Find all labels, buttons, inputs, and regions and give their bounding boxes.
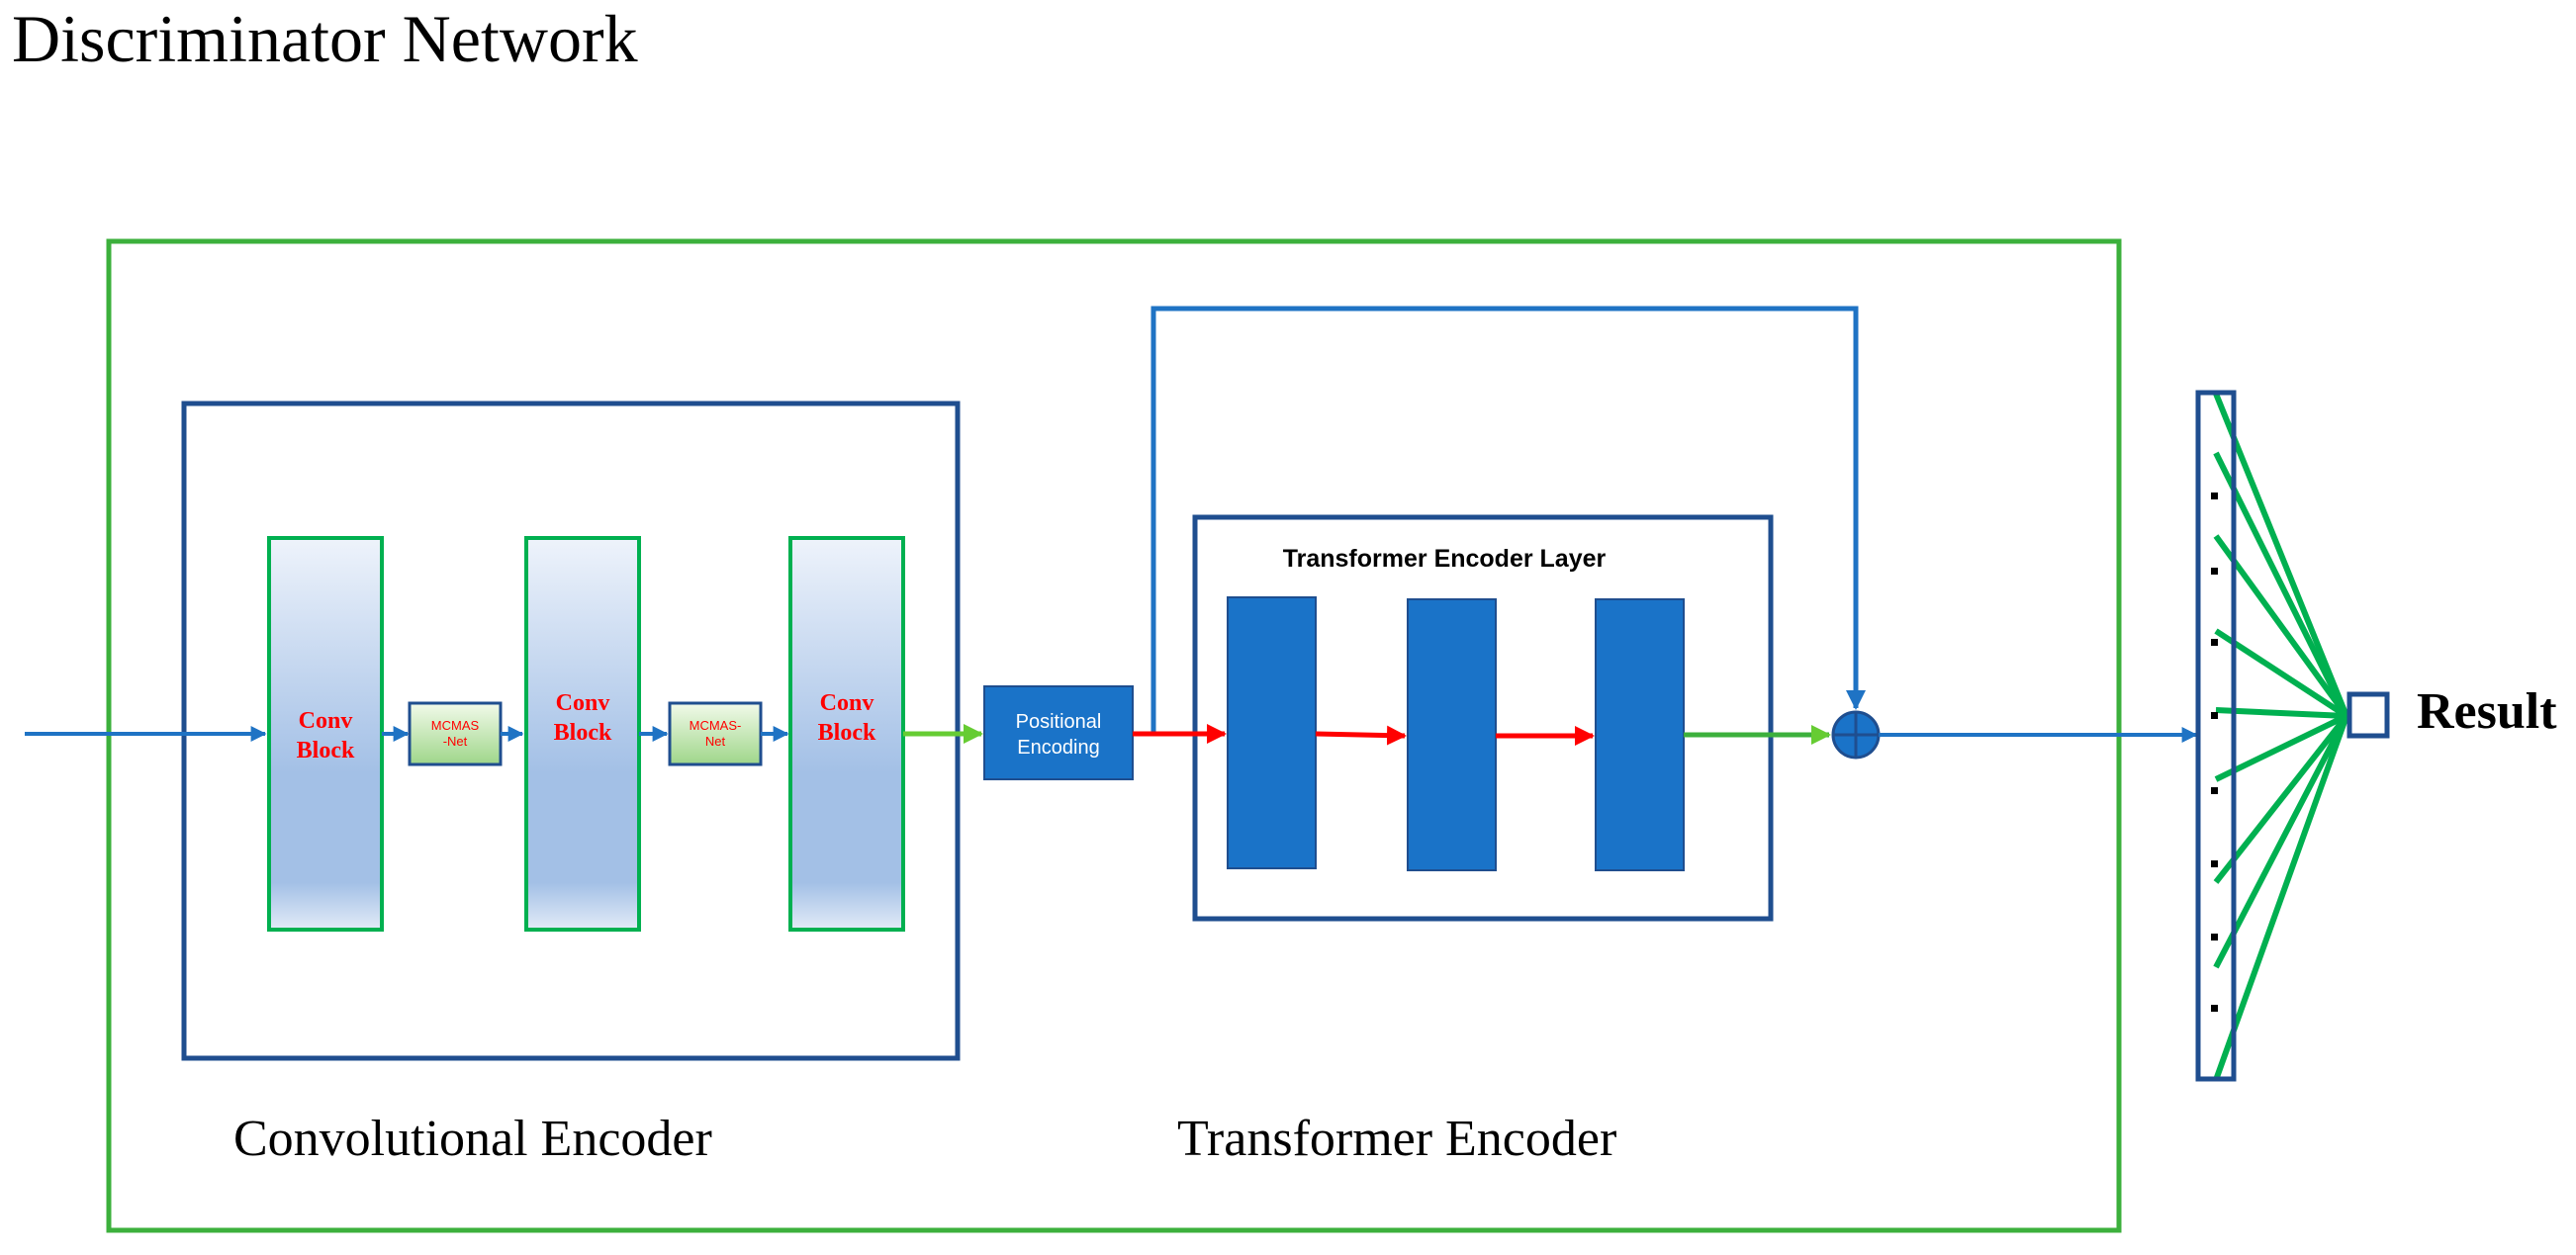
circle-plus-icon: [1831, 710, 1881, 760]
conv-block-2: Conv Block: [524, 536, 641, 932]
arrow: [1315, 725, 1407, 746]
transformer-layer-label: Transformer Encoder Layer: [1283, 545, 1607, 573]
conv-block-label: Block: [818, 720, 876, 746]
positional-encoding-label: Encoding: [1017, 737, 1099, 759]
positional-encoding-box: Positional Encoding: [983, 685, 1134, 780]
transformer-sublayer-1: [1227, 596, 1317, 869]
mcmas-label: Net: [705, 734, 726, 749]
output-node: [2346, 691, 2390, 739]
transformer-encoder-layer-box: [1192, 514, 1774, 922]
transformer-sublayer-3: [1595, 598, 1685, 871]
conv-block-label: Conv: [299, 708, 353, 734]
conv-block-label: Conv: [556, 690, 610, 716]
positional-encoding-label: Positional: [1016, 711, 1102, 733]
diagram-title: Discriminator Network: [12, 1, 638, 76]
conv-block-label: Conv: [820, 690, 874, 716]
fully-connected-layer: [2195, 390, 2349, 1082]
conv-block-1: Conv Block: [267, 536, 384, 932]
transformer-sublayer-2: [1407, 598, 1497, 871]
mcmas-net-2: MCMAS- Net: [668, 701, 763, 766]
conv-encoder-box: [181, 401, 961, 1061]
transformer-encoder-label: Transformer Encoder: [1177, 1111, 1616, 1167]
mcmas-net-1: MCMAS -Net: [408, 701, 503, 766]
mcmas-label: MCMAS: [431, 718, 480, 733]
conv-block-3: Conv Block: [788, 536, 905, 932]
result-label: Result: [2417, 683, 2557, 740]
conv-block-label: Block: [297, 738, 355, 763]
mcmas-label: -Net: [443, 734, 468, 749]
conv-block-label: Block: [554, 720, 612, 746]
mcmas-label: MCMAS-: [690, 718, 742, 733]
conv-encoder-label: Convolutional Encoder: [233, 1111, 712, 1167]
